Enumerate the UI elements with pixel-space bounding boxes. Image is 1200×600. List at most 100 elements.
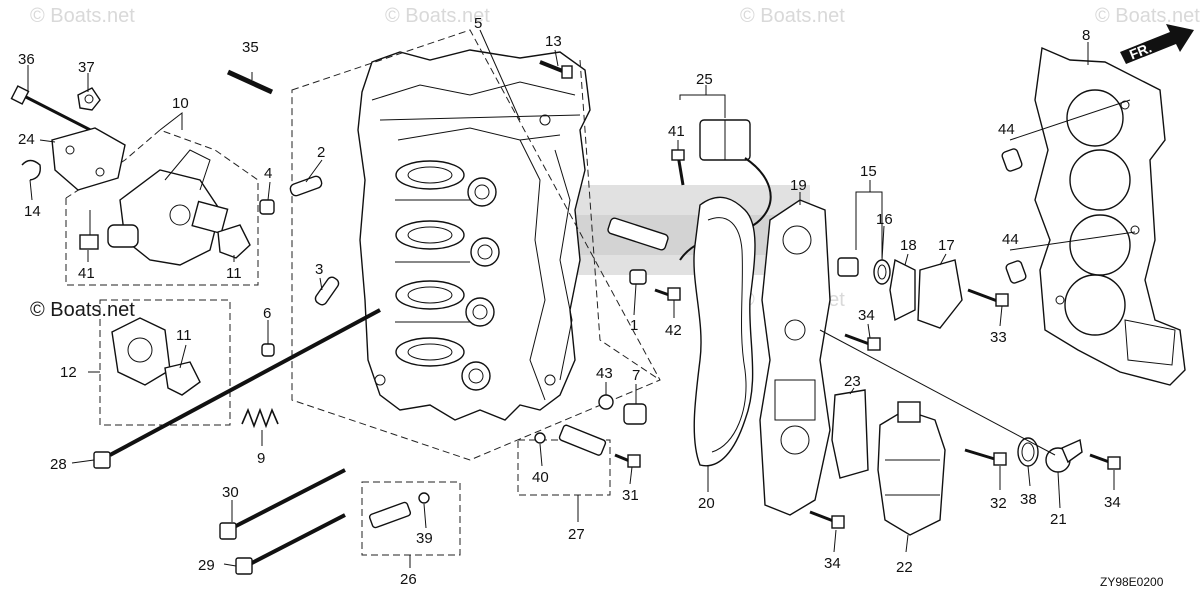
gasket-18: [889, 258, 916, 322]
callout-19: 19: [790, 177, 807, 194]
callout-27: 27: [568, 526, 585, 543]
assembly-frame-12: [99, 299, 231, 426]
bolt-34-upper: [844, 333, 881, 351]
ring-40: [534, 432, 546, 444]
callout-12: 12: [60, 364, 77, 381]
callout-1: 1: [630, 317, 638, 334]
gasket-20: [693, 196, 756, 467]
assembly-frame-head: [291, 29, 661, 461]
bracket-24: [51, 127, 126, 191]
bolt-41-left: [79, 210, 99, 250]
callout-21: 21: [1050, 511, 1067, 528]
bolt-13: [539, 60, 573, 79]
callout-26: 26: [400, 571, 417, 588]
diagram-code: ZY98E0200: [1100, 575, 1164, 589]
callout-2: 2: [317, 144, 325, 161]
callout-32: 32: [990, 495, 1007, 512]
callout-28: 28: [50, 456, 67, 473]
callout-41-left: 41: [78, 265, 95, 282]
callout-30: 30: [222, 484, 239, 501]
callout-16: 16: [876, 211, 893, 228]
clip-37: [77, 87, 101, 111]
assembly-frame-10: [65, 129, 259, 286]
bolt-30: [219, 468, 346, 540]
callout-10: 10: [172, 95, 189, 112]
callout-18: 18: [900, 237, 917, 254]
callout-40: 40: [532, 469, 549, 486]
temp-sensor: [607, 217, 669, 251]
callout-13: 13: [545, 33, 562, 50]
callout-34-upper: 34: [858, 307, 875, 324]
watermark-top-3: © Boats.net: [740, 5, 845, 27]
callout-44-lower: 44: [1002, 231, 1019, 248]
bolt-29: [235, 513, 346, 575]
watermark-left: © Boats.net: [30, 299, 135, 321]
sensor-39: [368, 492, 430, 529]
bolt-42: [654, 287, 681, 301]
callout-34-lower: 34: [824, 555, 841, 572]
plug-7: [623, 403, 647, 425]
callout-37: 37: [78, 59, 95, 76]
callout-11-upper: 11: [226, 265, 242, 282]
callout-22: 22: [896, 559, 913, 576]
bolt-33: [967, 288, 1009, 307]
stud-35: [226, 69, 274, 95]
callout-6: 6: [263, 305, 271, 322]
callout-14: 14: [24, 203, 41, 220]
callout-41-center: 41: [668, 123, 685, 140]
front-direction-arrow: FR.: [1120, 24, 1194, 64]
bolt-34-right: [1089, 453, 1121, 470]
callout-34-right: 34: [1104, 494, 1121, 511]
callout-33: 33: [990, 329, 1007, 346]
plug-15: [837, 257, 859, 277]
cover-17: [917, 259, 963, 329]
callout-5: 5: [474, 15, 482, 32]
clip-14: [21, 159, 41, 181]
callout-labels: 36 37 24 14 10 41 11 35 2 4 3 6 12 11 9 …: [18, 15, 1121, 588]
head-gasket-8: [1034, 46, 1186, 386]
callout-23: 23: [844, 373, 861, 390]
exhaust-cover-19: [759, 199, 831, 516]
leader-lines: [27, 29, 1136, 568]
callout-3: 3: [315, 261, 323, 278]
callout-9: 9: [257, 450, 265, 467]
assembly-frame-right: [579, 59, 661, 381]
assembly-frame-26: [361, 481, 461, 556]
callout-35: 35: [242, 39, 259, 56]
callout-29: 29: [198, 557, 215, 574]
callout-43: 43: [596, 365, 613, 382]
callout-25: 25: [696, 71, 713, 88]
callout-31: 31: [622, 487, 639, 504]
callout-4: 4: [264, 165, 272, 182]
bolt-41-center: [671, 149, 685, 186]
spring-9: [241, 407, 279, 429]
collar-1: [629, 269, 647, 285]
callout-42: 42: [665, 322, 682, 339]
bolt-34-lower: [809, 510, 845, 529]
pin-4: [259, 199, 275, 215]
valve-body-22: [877, 401, 946, 536]
watermark-top-1: © Boats.net: [30, 5, 135, 27]
callout-7: 7: [632, 367, 640, 384]
oring-16: [873, 259, 891, 285]
dowel-2: [289, 175, 323, 197]
callout-20: 20: [698, 495, 715, 512]
gasket-20-inner: [707, 217, 747, 453]
dowel-44-upper: [1001, 148, 1023, 172]
callout-44-upper: 44: [998, 121, 1015, 138]
gasket-11-upper: [217, 224, 251, 259]
pin-6: [261, 343, 275, 357]
washer-43: [598, 394, 614, 410]
callout-11-lower: 11: [176, 327, 192, 344]
bolt-31: [614, 453, 641, 468]
sensor-27: [558, 424, 607, 456]
dowel-44-lower: [1005, 260, 1027, 284]
watermark-top-2: © Boats.net: [385, 5, 490, 27]
cylinder-head: [357, 49, 591, 421]
gasket-11-lower: [164, 361, 201, 396]
callout-17: 17: [938, 237, 955, 254]
oil-control-valve-10: [107, 149, 229, 266]
callout-15: 15: [860, 163, 877, 180]
callout-36: 36: [18, 51, 35, 68]
